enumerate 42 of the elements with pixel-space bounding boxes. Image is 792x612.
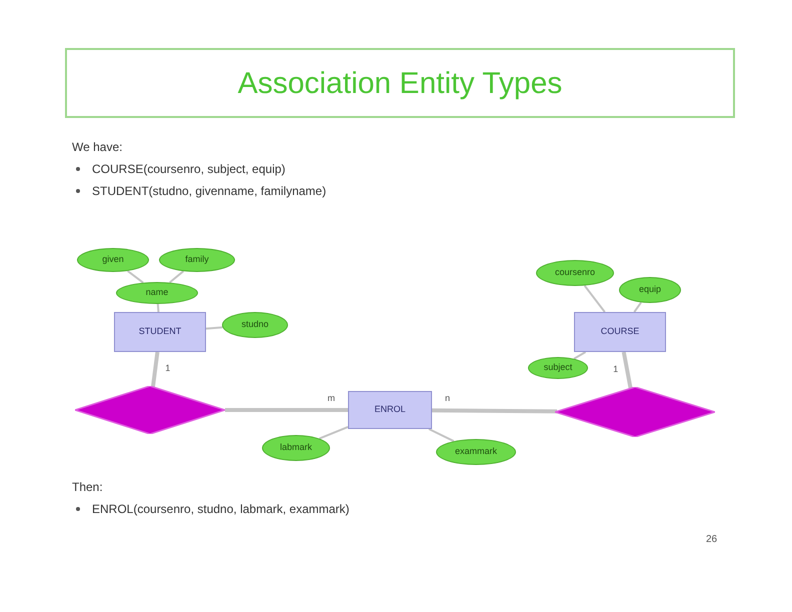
entity-box [348, 391, 432, 429]
attribute-name: given [102, 253, 124, 266]
attribute-name: studno [241, 318, 269, 332]
connector-line [206, 326, 223, 330]
entity-box [574, 312, 666, 352]
attribute-name: labmark [280, 441, 312, 454]
relation-schema: COURSE(coursenro, subject, equip) [92, 161, 286, 178]
page-number: 26 [706, 533, 718, 547]
entity-name: ENROL [374, 403, 406, 416]
connector-line [574, 351, 586, 360]
connector-line [622, 352, 633, 389]
connector-line [633, 302, 642, 313]
connector-line [428, 428, 454, 442]
body-text: Then: [72, 479, 104, 496]
slide-title: Association Entity Types [238, 66, 562, 102]
entity-box [114, 312, 206, 352]
cardinality-label: n [444, 394, 452, 404]
connector-line [156, 304, 160, 312]
attribute-name: exammark [454, 445, 497, 458]
relationship-diamond [75, 386, 225, 434]
connector-line [319, 426, 348, 440]
attribute-ellipse [262, 435, 330, 461]
attribute-name: family [185, 253, 209, 266]
cardinality-label: 1 [612, 365, 620, 374]
connector-line [584, 285, 606, 313]
relation-schema: STUDENT(studno, givenname, familyname) [92, 183, 326, 200]
cardinality-label: m [326, 394, 336, 403]
body-text: We have: [72, 139, 124, 156]
attribute-name: subject [544, 361, 572, 374]
connector-line [150, 352, 160, 388]
attribute-name: equip [638, 283, 662, 296]
attribute-name: coursenro [554, 266, 596, 280]
entity-name: COURSE [600, 325, 640, 338]
connector-line [169, 270, 184, 284]
entity-name: STUDENT [138, 325, 182, 338]
connector-line [225, 408, 348, 412]
connector-line [432, 408, 558, 414]
attribute-name: name [146, 286, 168, 300]
relationship-diamond [555, 387, 715, 437]
cardinality-label: 1 [164, 364, 172, 374]
relation-schema: ENROL(coursenro, studno, labmark, exammark) [92, 501, 350, 518]
connector-line [127, 270, 144, 284]
